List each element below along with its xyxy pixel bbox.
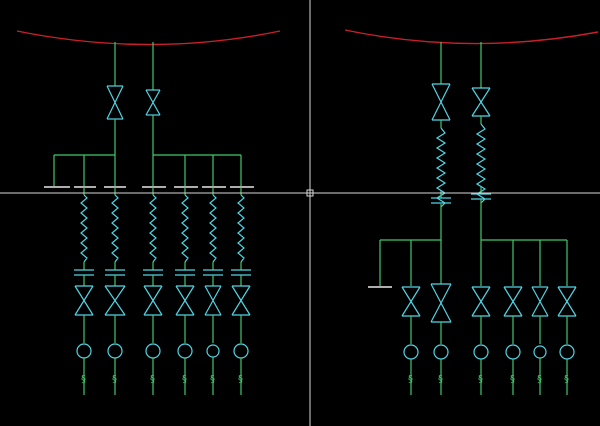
- left-feeder-4[interactable]: §: [175, 187, 195, 395]
- disconnector[interactable]: [104, 285, 126, 316]
- outgoing-label: §: [564, 374, 569, 385]
- outgoing-label: §: [150, 374, 155, 385]
- left-feeder-5[interactable]: §: [203, 187, 223, 395]
- incoming-breaker-right-1[interactable]: [431, 83, 451, 121]
- load-motor: [533, 345, 547, 359]
- disconnector[interactable]: [143, 285, 163, 316]
- load-motor: [233, 343, 249, 359]
- load-motor: [505, 344, 521, 360]
- left-feeder-3[interactable]: §: [143, 187, 163, 395]
- outgoing-label: §: [81, 374, 86, 385]
- right-section: [368, 42, 568, 288]
- load-motor: [473, 344, 489, 360]
- disconnector[interactable]: [74, 285, 94, 316]
- right-source-arc: [344, 29, 599, 45]
- right-feeder-5[interactable]: §: [531, 286, 549, 395]
- load-motor: [433, 344, 449, 360]
- left-section: [44, 42, 254, 188]
- left-source-arc: [16, 30, 281, 46]
- left-feeder-1[interactable]: §: [74, 187, 94, 395]
- incoming-breaker-left-2[interactable]: [145, 89, 161, 116]
- disconnector[interactable]: [175, 285, 195, 316]
- outgoing-label: §: [182, 374, 187, 385]
- right-outgoing-feeders: § § § § § §: [401, 283, 577, 395]
- incoming-breaker-left-1[interactable]: [106, 85, 124, 120]
- right-feeder-6[interactable]: §: [557, 286, 577, 395]
- disconnector[interactable]: [401, 286, 421, 317]
- disconnector[interactable]: [503, 286, 523, 317]
- disconnector[interactable]: [557, 286, 577, 317]
- outgoing-label: §: [438, 374, 443, 385]
- outgoing-label: §: [112, 374, 117, 385]
- disconnector[interactable]: [471, 286, 491, 317]
- outgoing-label: §: [510, 374, 515, 385]
- load-motor: [177, 343, 193, 359]
- incoming-breaker-right-2[interactable]: [471, 87, 491, 117]
- load-motor: [145, 343, 161, 359]
- load-motor: [559, 344, 575, 360]
- reactor-right-2: [475, 123, 487, 204]
- right-feeder-1[interactable]: §: [401, 286, 421, 395]
- outgoing-label: §: [478, 374, 483, 385]
- outgoing-label: §: [210, 374, 215, 385]
- right-feeder-2[interactable]: §: [430, 283, 452, 395]
- left-outgoing-feeders: § § § § § §: [74, 187, 251, 395]
- outgoing-label: §: [408, 374, 413, 385]
- load-motor: [76, 343, 92, 359]
- right-feeder-3[interactable]: §: [471, 286, 491, 395]
- disconnector[interactable]: [204, 285, 222, 316]
- outgoing-label: §: [238, 374, 243, 385]
- load-motor: [206, 344, 220, 358]
- disconnector[interactable]: [231, 285, 251, 316]
- disconnector[interactable]: [531, 286, 549, 317]
- right-feeder-4[interactable]: §: [503, 286, 523, 395]
- reactor-right-1: [435, 127, 447, 208]
- left-feeder-2[interactable]: §: [104, 187, 126, 395]
- disconnector[interactable]: [430, 283, 452, 323]
- load-motor: [403, 344, 419, 360]
- load-motor: [107, 343, 123, 359]
- outgoing-label: §: [537, 374, 542, 385]
- left-feeder-6[interactable]: §: [231, 187, 251, 395]
